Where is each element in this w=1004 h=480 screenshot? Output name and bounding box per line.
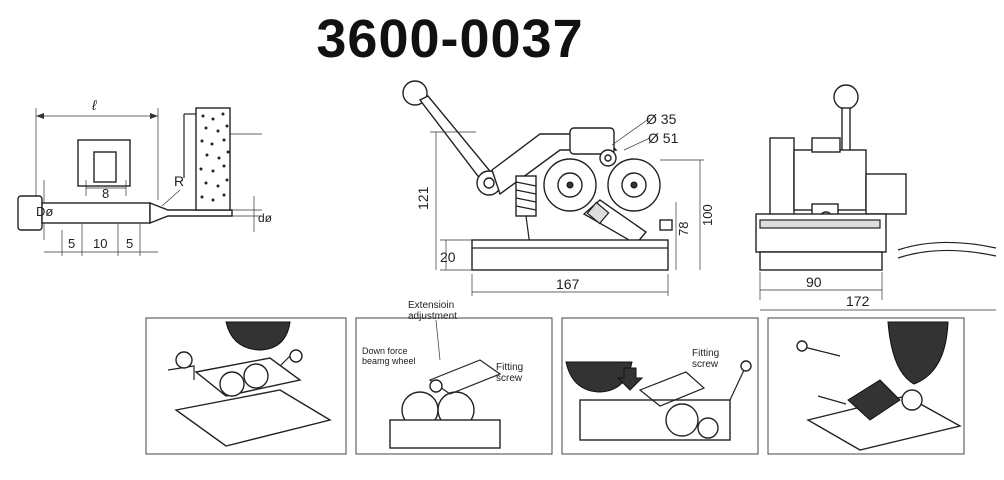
step-panel-4 bbox=[767, 317, 965, 455]
wheel-large-label: Ø 51 bbox=[648, 130, 679, 146]
height-121-label: 121 bbox=[415, 186, 431, 210]
grinder-front-view: Ø 35 Ø 51 121 20 167 78 100 bbox=[402, 80, 715, 296]
tip-diameter-label: dø bbox=[258, 211, 273, 225]
step-panel-3: Fitting screw bbox=[561, 317, 759, 455]
base-20-label: 20 bbox=[440, 249, 456, 265]
dim-100-label: 100 bbox=[700, 204, 715, 226]
step-2-left-callout: Down force beamg wheel bbox=[362, 346, 416, 366]
page-title: 3600-0037 bbox=[316, 9, 584, 69]
grinder-side-view: 90 172 bbox=[755, 84, 997, 311]
dim-78-label: 78 bbox=[676, 222, 691, 236]
step-2-top-callout: Extensioin adjustment bbox=[408, 300, 457, 322]
body-diameter-label: Dø bbox=[36, 204, 53, 219]
width-90-label: 90 bbox=[806, 274, 822, 290]
segment-3-label: 5 bbox=[126, 236, 133, 251]
step-panel-1 bbox=[145, 317, 347, 455]
step-panel-2: Extensioin adjustment Down force beamg w… bbox=[355, 300, 553, 455]
segment-2-label: 10 bbox=[93, 236, 107, 251]
wheel-small-label: Ø 35 bbox=[646, 111, 677, 127]
length-label: ℓ bbox=[91, 97, 97, 113]
punch-drawing: ℓ 8 Dø R bbox=[17, 97, 273, 256]
width-167-label: 167 bbox=[556, 276, 580, 292]
step-2-right-callout: Fitting screw bbox=[496, 362, 526, 384]
width-8-label: 8 bbox=[102, 186, 109, 201]
step-3-right-callout: Fitting screw bbox=[692, 348, 722, 370]
radius-label: R bbox=[174, 173, 184, 189]
total-172-label: 172 bbox=[846, 293, 870, 309]
segment-1-label: 5 bbox=[68, 236, 75, 251]
